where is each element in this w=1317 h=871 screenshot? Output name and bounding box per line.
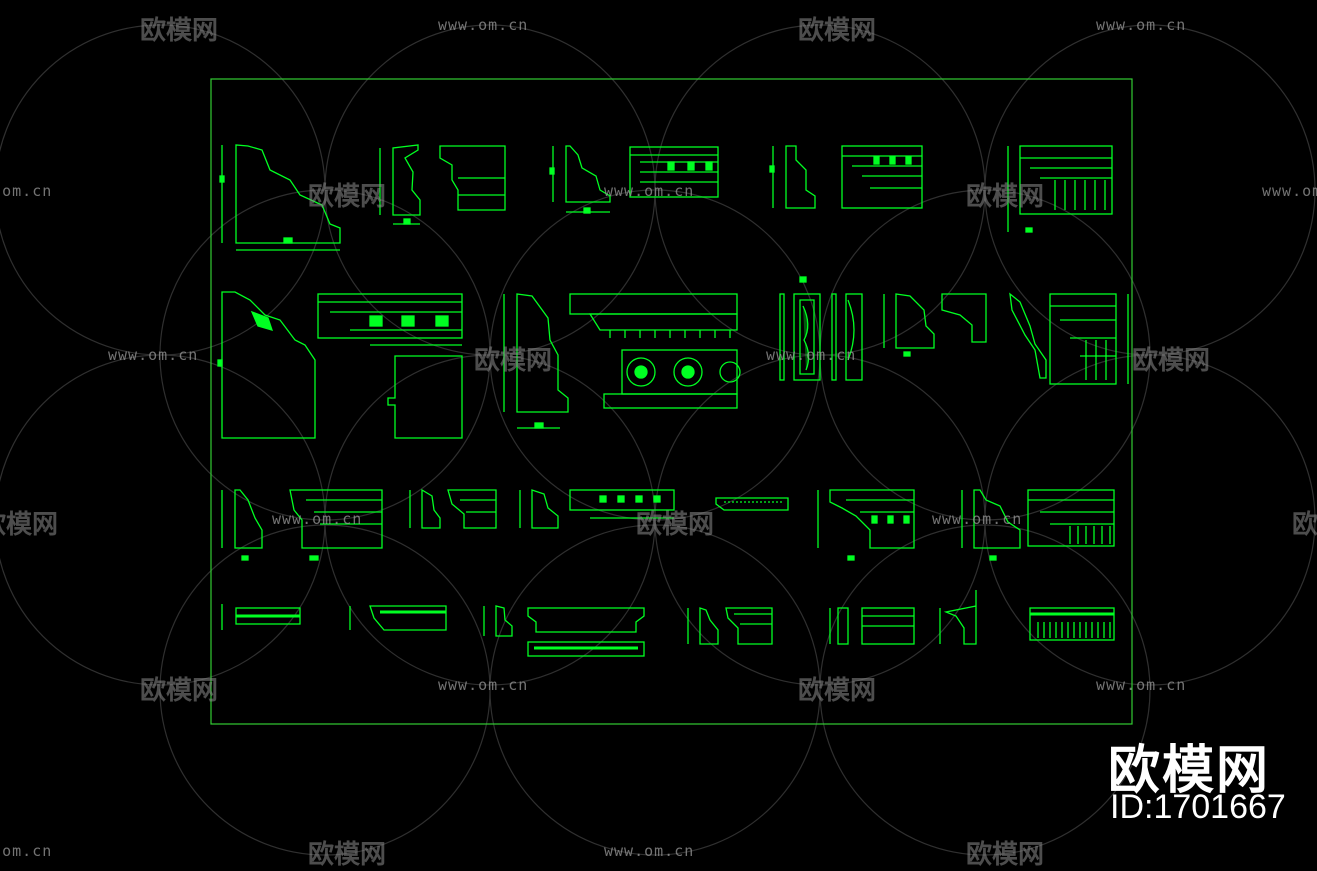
profile-r1-4 [549,145,611,214]
watermark-brand: 欧模网 [1292,510,1317,540]
profile-r3-3 [409,488,441,529]
watermark-url: www.om.cn [1096,676,1187,694]
profile-r4-10 [1029,607,1115,641]
watermark-url: www.om.cn [1262,182,1317,200]
profile-r2-1 [217,291,316,439]
profile-r3-8 [817,489,915,561]
watermark-url: www.om.cn [604,182,695,200]
watermark-brand: 欧模网 [308,840,387,870]
profile-r4-7 [829,607,849,645]
profile-r1-8 [1007,145,1113,233]
drawing-frame [210,78,1133,725]
profile-r4-9 [939,590,977,645]
profile-r2-9 [1009,292,1047,379]
watermark-brand: 欧模网 [966,840,1045,870]
watermark-brand: 欧模网 [798,16,877,46]
profile-r3-4 [447,489,497,529]
watermark-brand: 欧模网 [140,676,219,706]
profile-r4-6 [725,607,773,645]
watermark-brand: 欧模网 [636,510,715,540]
profile-r2-3 [503,293,569,429]
profile-r3-6 [569,489,675,519]
profile-r1-3 [439,145,506,211]
watermark-brand: 欧模网 [1132,346,1211,376]
profile-r3-5 [519,489,559,529]
watermark-url: www.om.cn [438,676,529,694]
watermark-brand: 欧模网 [798,676,877,706]
watermark-brand: 欧模网 [474,346,553,376]
profile-r3-1 [221,489,263,561]
profile-r4-3 [483,605,513,637]
profile-r3-9 [961,489,1021,561]
watermark-url: www.om.cn [932,510,1023,528]
watermark-brand: 欧模网 [966,182,1045,212]
profile-r3-7 [715,497,789,511]
profile-r4-1 [221,604,301,630]
model-id-label: ID:1701667 [1110,788,1286,826]
watermark-brand: 欧模网 [308,182,387,212]
corner-brand-logo: 欧模网 [1108,741,1271,801]
profile-r1-7 [841,145,923,209]
profile-r1-1 [219,144,341,251]
profile-r4-4 [527,607,645,657]
watermark-url: www.om.cn [0,842,53,860]
profile-r2-4 [569,293,741,409]
profile-r2-7 [883,293,935,357]
watermark-url: www.om.cn [108,346,199,364]
profile-r2-8 [941,293,987,343]
watermark-brand: 欧模网 [140,16,219,46]
profile-r4-8 [861,607,915,645]
profile-r1-6 [769,145,816,209]
watermark-url: www.om.cn [604,842,695,860]
profile-r2-10 [1049,293,1129,385]
watermark-url: www.om.cn [438,16,529,34]
profile-r4-5 [687,607,719,645]
watermark-url: www.om.cn [1096,16,1187,34]
watermark-brand: 欧模网 [0,510,59,540]
profile-r1-2 [379,144,421,225]
profile-r3-2 [289,489,383,561]
profile-r4-2 [349,605,447,631]
profile-r2-2 [317,293,463,439]
profile-r2-6 [831,293,863,381]
profile-r1-5 [629,146,719,198]
profile-r2-5 [779,276,821,381]
watermark-url: www.om.cn [0,182,53,200]
moulding-profiles [217,144,1129,657]
watermark-url: www.om.cn [766,346,857,364]
watermark-url: www.om.cn [272,510,363,528]
profile-r3-10 [1027,489,1115,547]
